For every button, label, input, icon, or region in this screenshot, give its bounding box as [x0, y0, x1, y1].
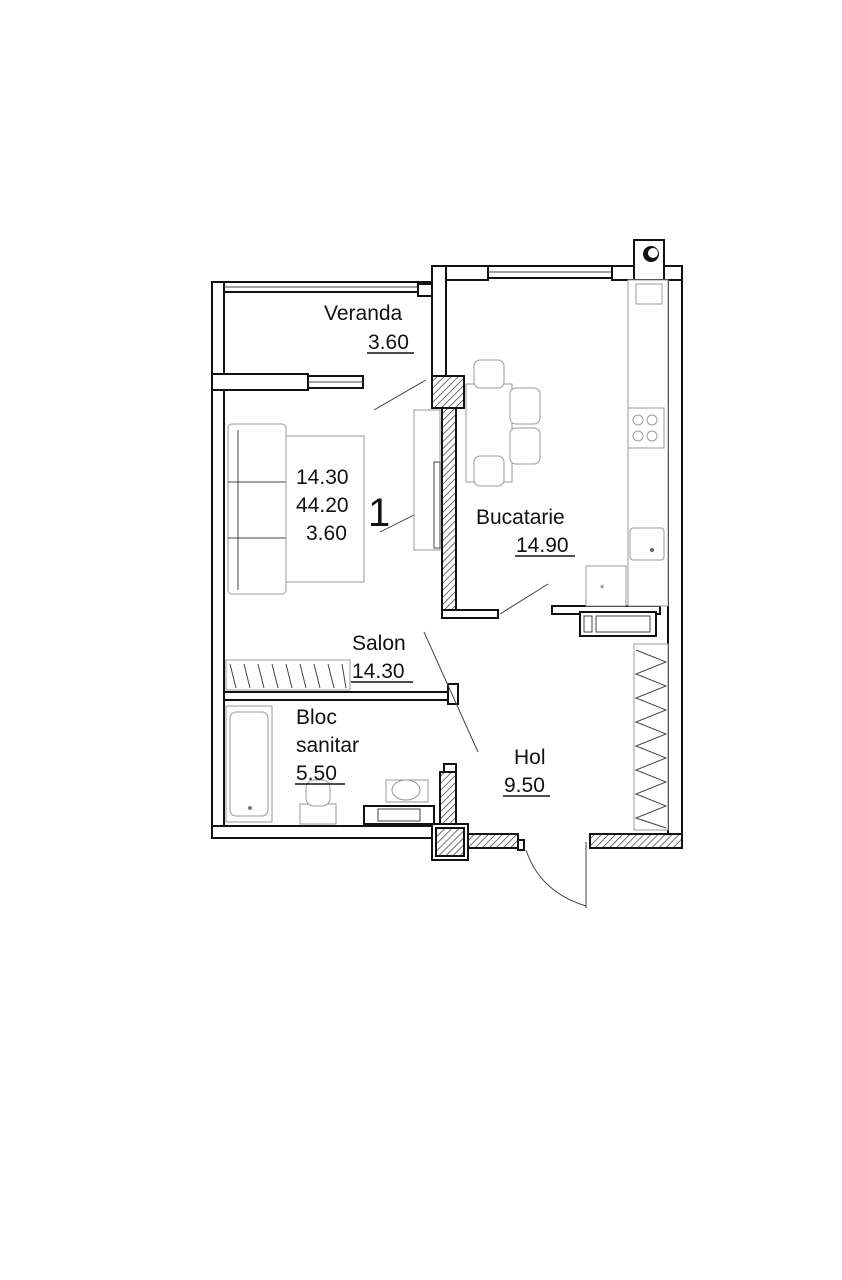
tv-unit: [413, 409, 441, 551]
room-labels: Veranda 3.60 14.30 44.20 3.60 1 Bucatari…: [295, 302, 575, 797]
salon-name: Salon: [352, 632, 406, 655]
bottom-wall-right: [589, 833, 683, 849]
washbasin-icon: [385, 779, 429, 803]
veranda-door-swing: [373, 379, 427, 411]
salon-area: 14.30: [352, 660, 405, 683]
kitchen-top-wall-right: [611, 265, 635, 281]
bloc-sanitar-name-line-1: Bloc: [296, 706, 337, 729]
hol-area: 9.50: [504, 774, 545, 797]
walls: [211, 239, 683, 861]
central-wall-top: [431, 265, 447, 377]
fridge-mark: *: [600, 583, 605, 595]
bathtub-icon: [225, 705, 273, 823]
bloc-sanitar-area: 5.50: [296, 762, 337, 785]
bucatarie-area: 14.90: [516, 534, 569, 557]
sink-icon: [629, 527, 665, 561]
door-swing-icon: [525, 849, 587, 907]
veranda-area: 3.60: [368, 331, 409, 354]
veranda-name: Veranda: [324, 302, 403, 325]
bottom-wall-middle: [467, 833, 519, 849]
salon-door-swing: [423, 631, 479, 753]
toilet-icon: [299, 779, 337, 825]
right-exterior-wall: [667, 279, 683, 843]
rug: [285, 435, 365, 583]
furniture: *: [225, 279, 669, 825]
left-exterior-wall: [211, 281, 225, 839]
bottom-exterior-wall-left: [211, 825, 435, 839]
summary-line-2: 44.20: [296, 494, 349, 517]
summary-line-3: 3.60: [306, 522, 347, 545]
structural-column-top: [431, 375, 465, 409]
veranda-partition: [211, 373, 309, 391]
sofa-icon: [227, 423, 287, 595]
bucatarie-name: Bucatarie: [476, 506, 565, 529]
summary-line-1: 14.30: [296, 466, 349, 489]
washing-machine-icon: [579, 611, 657, 637]
salon-kitchen-wall: [441, 407, 457, 619]
hol-name: Hol: [514, 746, 546, 769]
apartment-number: 1: [368, 491, 390, 535]
doors: [373, 283, 587, 908]
bathroom-cabinet: [363, 805, 435, 825]
bloc-sanitar-name-line-2: sanitar: [296, 734, 359, 757]
dining-table-icon: [465, 359, 541, 487]
kitchen-top-wall-left: [445, 265, 489, 281]
hall-wardrobe: [633, 643, 669, 831]
kitchen-door-swing: [499, 583, 549, 615]
fridge: [585, 565, 627, 607]
bathroom-wall: [439, 771, 457, 827]
stove-icon: [627, 407, 665, 449]
salon-bathroom-partition: [223, 691, 453, 701]
